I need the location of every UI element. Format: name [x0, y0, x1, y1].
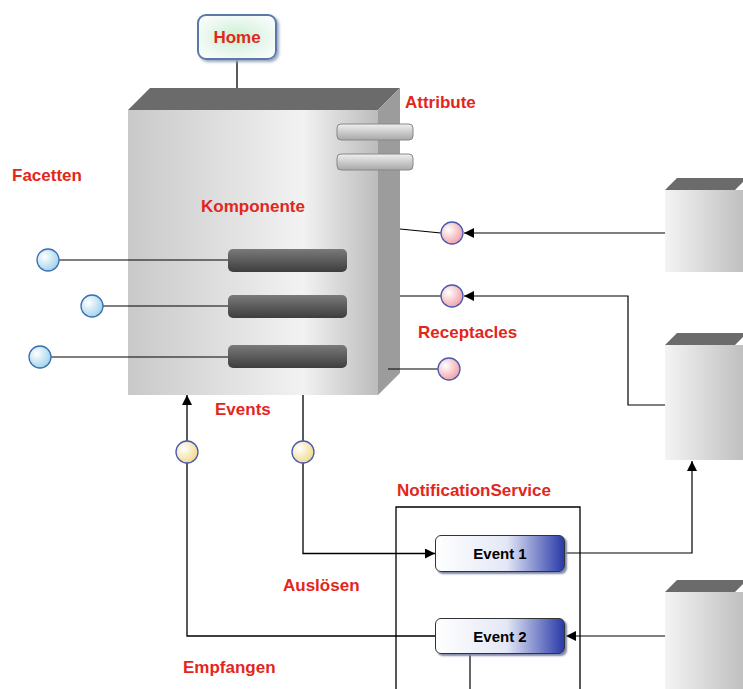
client-arrow — [565, 461, 692, 553]
client-cube — [665, 580, 743, 689]
client-arrow — [464, 296, 665, 405]
attribute-bar — [337, 154, 413, 170]
event-box: Event 1 — [435, 535, 565, 572]
node-text: NotificationService — [397, 480, 551, 501]
facet-wire — [51, 356, 230, 357]
receptacle-wire — [388, 368, 438, 369]
receptacle-wire — [400, 229, 441, 233]
client-arrow — [464, 232, 665, 233]
receptacle-port — [441, 285, 463, 307]
attribute-bar — [337, 124, 413, 140]
client-cube — [665, 178, 743, 272]
facet-implementation — [228, 295, 347, 318]
facet-implementation — [228, 249, 347, 272]
node-text: Komponente — [128, 196, 378, 217]
edge-label: Auslösen — [281, 576, 362, 596]
service-channel — [469, 654, 470, 689]
connector — [303, 395, 435, 554]
box-top-face — [128, 88, 400, 110]
facet-port — [81, 295, 103, 317]
event-label: Events — [215, 400, 271, 420]
box-front-face — [128, 110, 378, 395]
attribute-label: Attribute — [405, 93, 476, 113]
event-port — [292, 441, 314, 463]
component-box: Komponente — [128, 88, 400, 395]
node-text: Event 1 — [473, 544, 526, 563]
facet-wire — [103, 305, 230, 306]
node-text: Home — [213, 27, 260, 48]
service-outline — [396, 507, 580, 689]
receptacle-port — [438, 358, 460, 380]
connector — [236, 60, 237, 88]
receptacle-port — [441, 222, 463, 244]
client-cube — [665, 333, 743, 460]
home-box: Home — [197, 14, 277, 60]
event-box: Event 2 — [435, 618, 565, 654]
event-port — [176, 441, 198, 463]
facet-label: Facetten — [12, 166, 82, 186]
edge-label: Empfangen — [181, 658, 278, 678]
connector — [187, 395, 435, 636]
receptacle-wire — [400, 295, 441, 296]
notification-service: Event 1 Event 2 NotificationService — [396, 480, 580, 689]
facet-implementation — [228, 345, 347, 368]
client-arrow — [566, 635, 665, 636]
facet-wire — [59, 259, 230, 260]
node-text: Event 2 — [473, 627, 526, 646]
facet-port — [37, 249, 59, 271]
receptacle-label: Receptacles — [418, 323, 517, 343]
facet-port — [29, 346, 51, 368]
